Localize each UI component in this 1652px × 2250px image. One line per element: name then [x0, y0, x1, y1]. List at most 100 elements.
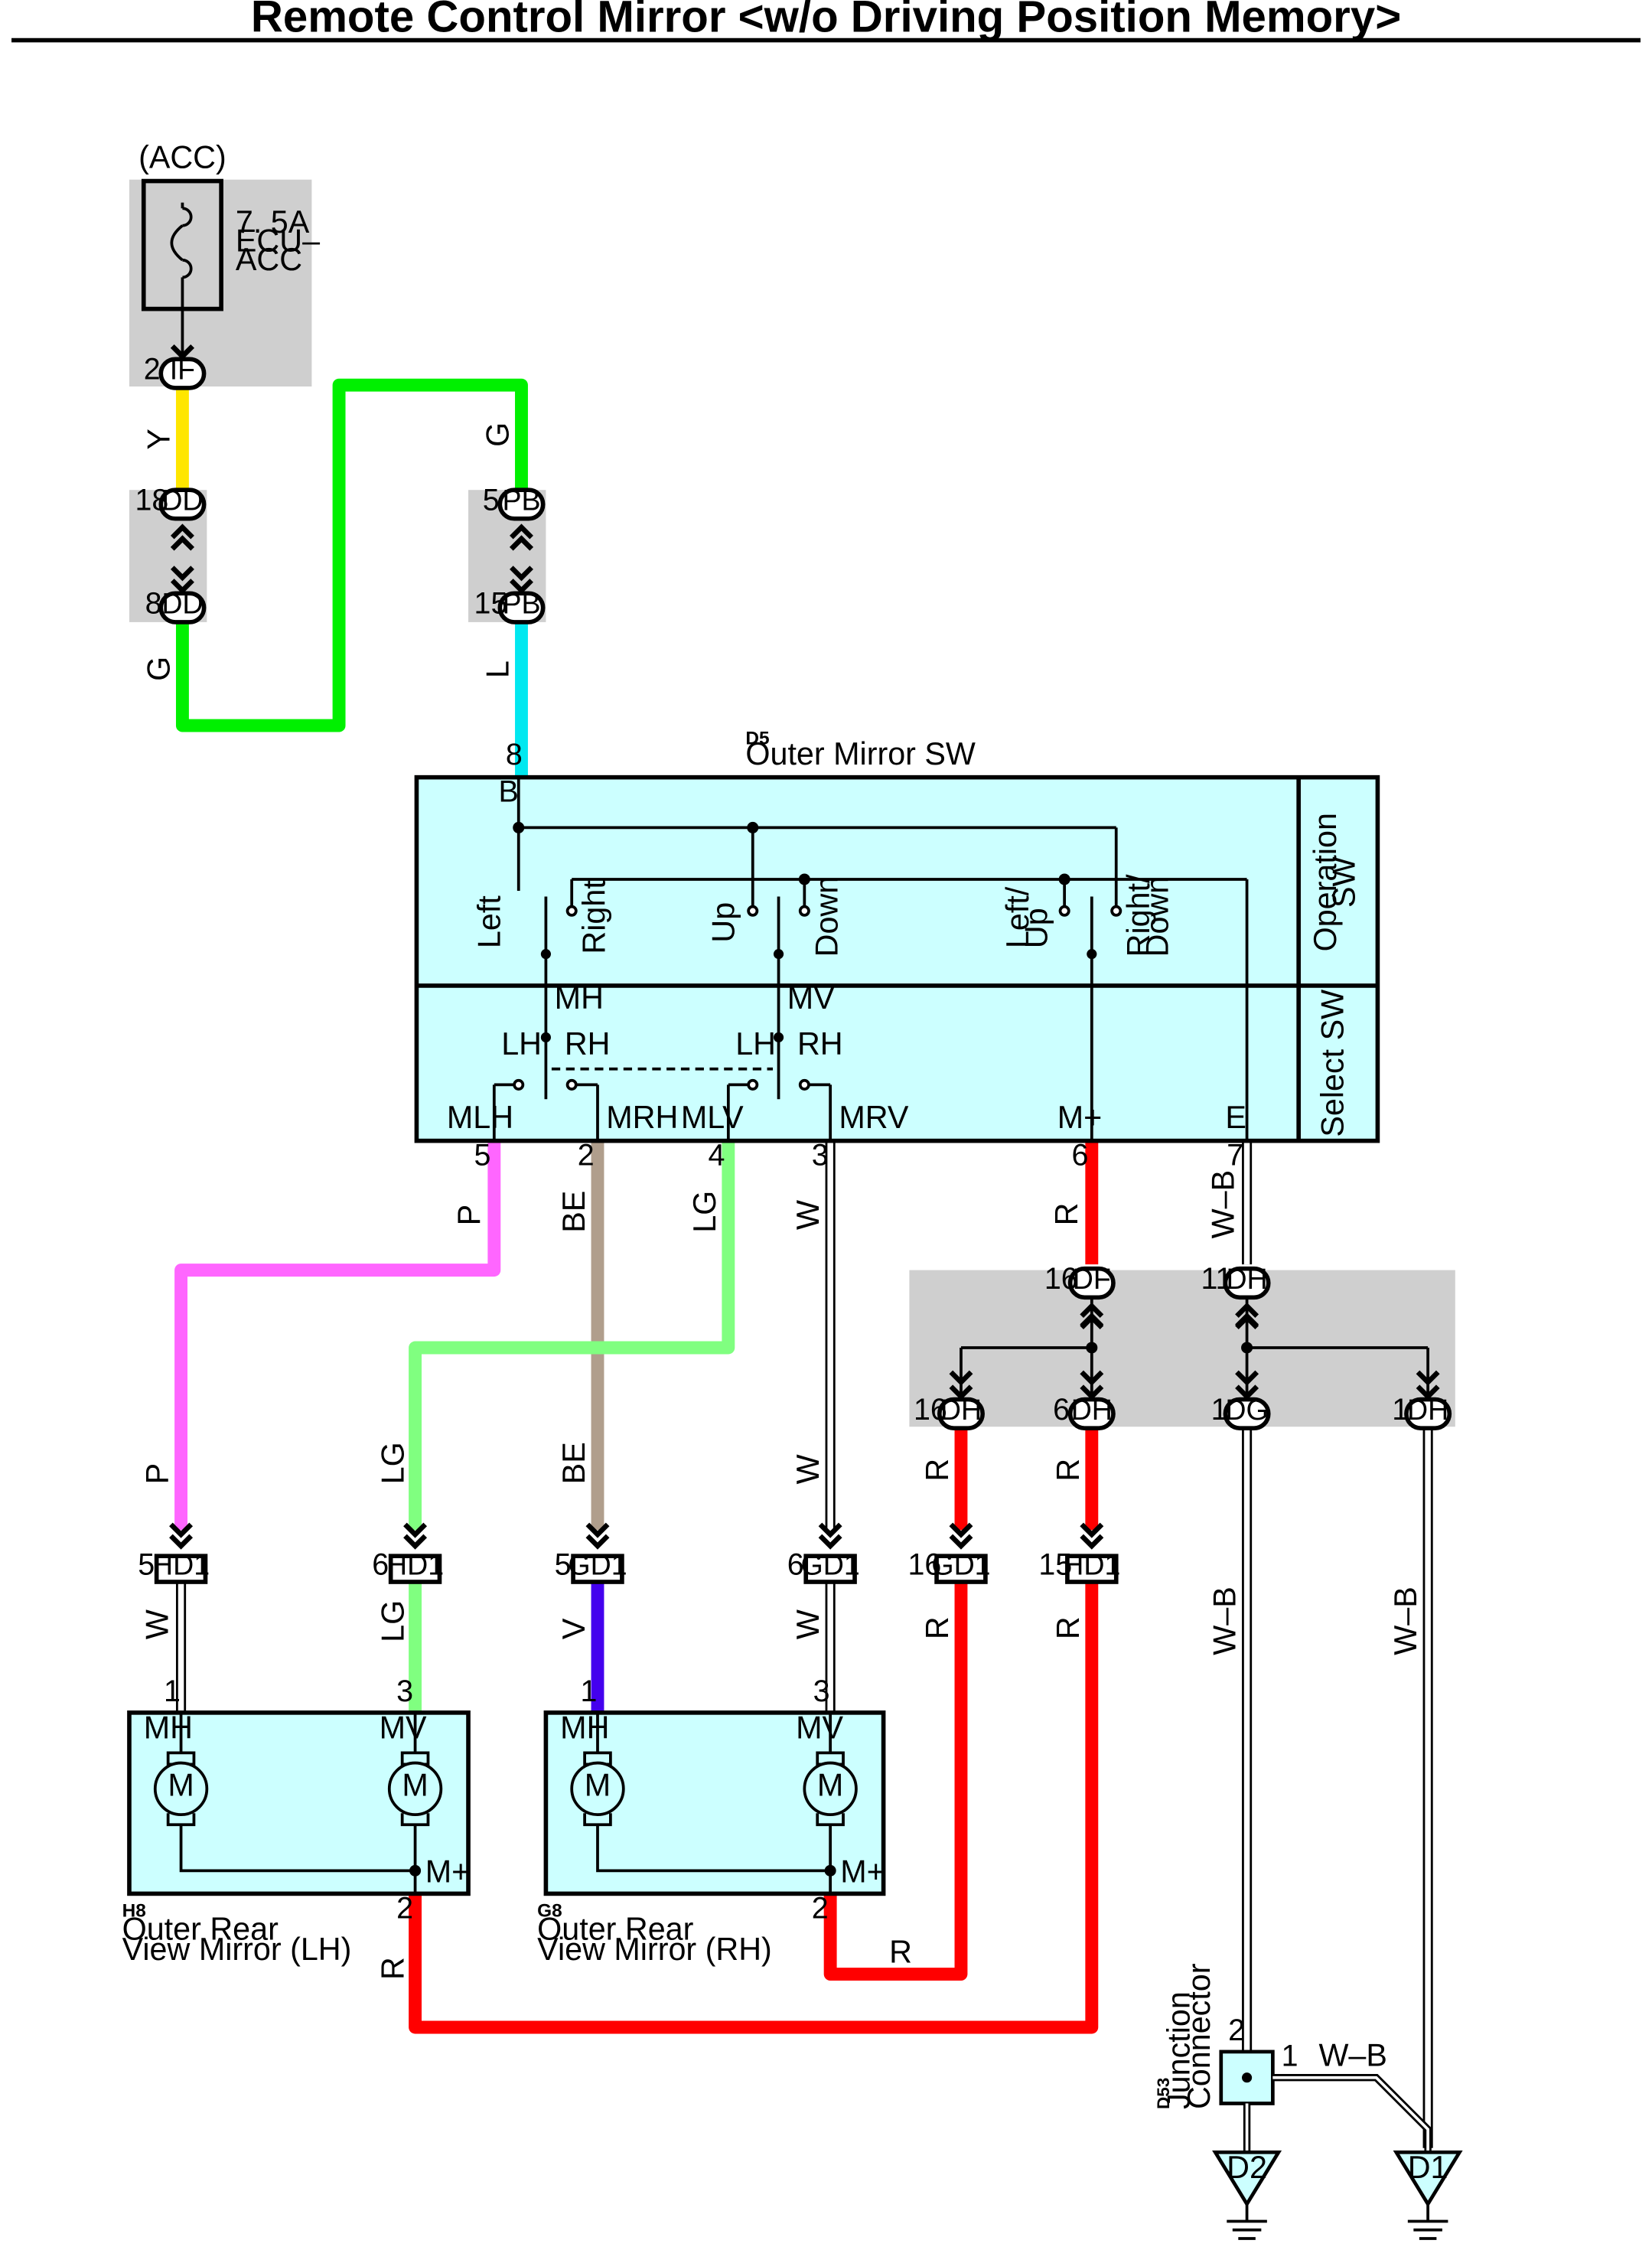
- svg-text:LH: LH: [735, 1026, 776, 1061]
- jb-bot-pin-0: 16: [914, 1393, 947, 1427]
- svg-text:R: R: [376, 1957, 411, 1980]
- svg-text:H8: H8: [122, 1900, 146, 1921]
- cr-pin-1: 6: [372, 1548, 389, 1582]
- svg-text:B: B: [498, 775, 518, 809]
- jb-bot-conn-3: DH: [1407, 1394, 1448, 1426]
- svg-text:LG: LG: [687, 1191, 722, 1233]
- pb-conn-bot: PB: [502, 588, 540, 620]
- operation-sw-label-2: SW: [1326, 856, 1361, 908]
- svg-text:W–B: W–B: [1206, 1170, 1241, 1239]
- svg-text:Connector: Connector: [1181, 1963, 1217, 2109]
- svg-text:View Mirror (RH): View Mirror (RH): [537, 1932, 772, 1967]
- contact-right-down-2: Down: [1139, 876, 1175, 957]
- cr-conn-2: GD1: [568, 1549, 627, 1581]
- fuse-pin: 2: [144, 353, 161, 386]
- svg-text:6: 6: [1072, 1139, 1089, 1172]
- diagram-title: Remote Control Mirror <w/o Driving Posit…: [251, 0, 1401, 41]
- svg-text:(ACC): (ACC): [138, 140, 226, 175]
- svg-text:M+: M+: [1057, 1100, 1103, 1135]
- cr-pin-0: 5: [138, 1548, 155, 1582]
- svg-text:E: E: [1225, 1100, 1246, 1135]
- dd-bot-oval: [158, 579, 207, 624]
- svg-text:BE: BE: [556, 1191, 591, 1233]
- svg-text:W: W: [790, 1609, 826, 1639]
- svg-text:M: M: [402, 1768, 428, 1803]
- jb-top-conn-1: DH: [1226, 1263, 1267, 1295]
- pb-bot-oval: [497, 579, 546, 624]
- jb-dh-top-oval: [1223, 1266, 1271, 1330]
- arrow-chevron-icon: [510, 566, 533, 582]
- dd-conn-top: DD: [161, 484, 203, 516]
- jb-bot-conn-2: DG: [1225, 1394, 1268, 1426]
- svg-text:ACC: ACC: [236, 242, 302, 277]
- svg-text:ECU–: ECU–: [236, 223, 320, 259]
- cr-pin-3: 6: [787, 1548, 804, 1582]
- svg-text:2: 2: [578, 1139, 595, 1172]
- svg-text:Outer Rear: Outer Rear: [122, 1911, 279, 1946]
- ground-d2: D2: [1212, 2150, 1282, 2240]
- svg-text:Junction: Junction: [1161, 1991, 1196, 2109]
- wire-labels: Y G G L P BE LG W R W–B P LG BE W R R W …: [140, 422, 1423, 1980]
- connector-row-4: [934, 1522, 988, 1584]
- cr-pin-2: 5: [555, 1548, 572, 1582]
- svg-text:W–B: W–B: [1207, 1586, 1243, 1655]
- svg-text:3: 3: [813, 1674, 830, 1708]
- svg-text:2: 2: [396, 1891, 413, 1925]
- svg-text:2: 2: [812, 1891, 829, 1925]
- jb-bot-pin-3: 1: [1392, 1393, 1409, 1427]
- connector-row-5: [1065, 1522, 1119, 1584]
- contact-right: Right: [576, 880, 611, 954]
- select-sw-label: Select SW: [1315, 990, 1350, 1137]
- svg-text:R: R: [1049, 1203, 1084, 1226]
- arrow-chevron-icon: [170, 535, 194, 551]
- svg-text:V: V: [556, 1618, 591, 1639]
- connector-row-0: [154, 1522, 208, 1584]
- svg-text:7. 5A: 7. 5A: [236, 204, 310, 240]
- svg-text:MV: MV: [787, 980, 835, 1016]
- svg-text:R: R: [889, 1935, 912, 1970]
- svg-text:MRV: MRV: [839, 1100, 908, 1135]
- svg-text:M: M: [585, 1768, 611, 1803]
- svg-text:G: G: [481, 422, 516, 447]
- svg-text:RH: RH: [565, 1026, 611, 1061]
- svg-text:7: 7: [1227, 1139, 1243, 1172]
- svg-text:P: P: [451, 1205, 487, 1226]
- jb-dh16-oval: [937, 1384, 985, 1430]
- dd-conn-bot: DD: [161, 588, 203, 620]
- contact-left-up-1: Left/: [1000, 886, 1035, 948]
- mirror-lh: 1 3 MH MV M M M+ 2 H8 Outer Rear View Mi…: [122, 1674, 471, 1967]
- svg-text:2: 2: [1228, 2014, 1245, 2047]
- jb-top-conn-0: DF: [1073, 1263, 1111, 1295]
- svg-text:MV: MV: [796, 1710, 843, 1746]
- contact-left: Left: [471, 895, 507, 948]
- contact-down: Down: [810, 876, 845, 957]
- svg-text:3: 3: [812, 1139, 829, 1172]
- svg-text:Outer Mirror SW: Outer Mirror SW: [745, 736, 976, 771]
- svg-text:LH: LH: [501, 1026, 542, 1061]
- contact-up: Up: [705, 902, 741, 943]
- svg-text:RH: RH: [797, 1026, 843, 1061]
- svg-text:D53: D53: [1154, 2078, 1173, 2109]
- svg-text:3: 3: [396, 1674, 413, 1708]
- wire-g: [175, 378, 528, 732]
- cr-conn-3: GD1: [801, 1549, 860, 1581]
- cr-pin-5: 15: [1038, 1548, 1072, 1582]
- wire-r-lh-mplus: [409, 1583, 1099, 2034]
- svg-text:M+: M+: [425, 1854, 471, 1889]
- svg-text:MV: MV: [380, 1710, 427, 1746]
- jb-bot-pin-2: 1: [1211, 1393, 1228, 1427]
- svg-text:M: M: [817, 1768, 843, 1803]
- arrow-chevron-icon: [1080, 1312, 1104, 1329]
- svg-text:G: G: [142, 657, 177, 681]
- cr-pin-4: 16: [908, 1548, 942, 1582]
- fuse-ecu-acc: (ACC) 7. 5A ECU– ACC: [138, 140, 320, 360]
- svg-text:G8: G8: [537, 1900, 562, 1921]
- jb-dh1-oval: [1404, 1384, 1452, 1430]
- svg-text:W: W: [790, 1200, 826, 1230]
- jb-top-pin-1: 11: [1201, 1262, 1232, 1296]
- svg-text:R: R: [1051, 1459, 1086, 1482]
- svg-text:M+: M+: [840, 1854, 885, 1889]
- svg-text:MH: MH: [560, 1710, 609, 1746]
- wire-p: [174, 1142, 501, 1531]
- outer-mirror-switch: D5 Outer Mirror SW 8 B Operation SW Sele…: [414, 728, 1380, 1172]
